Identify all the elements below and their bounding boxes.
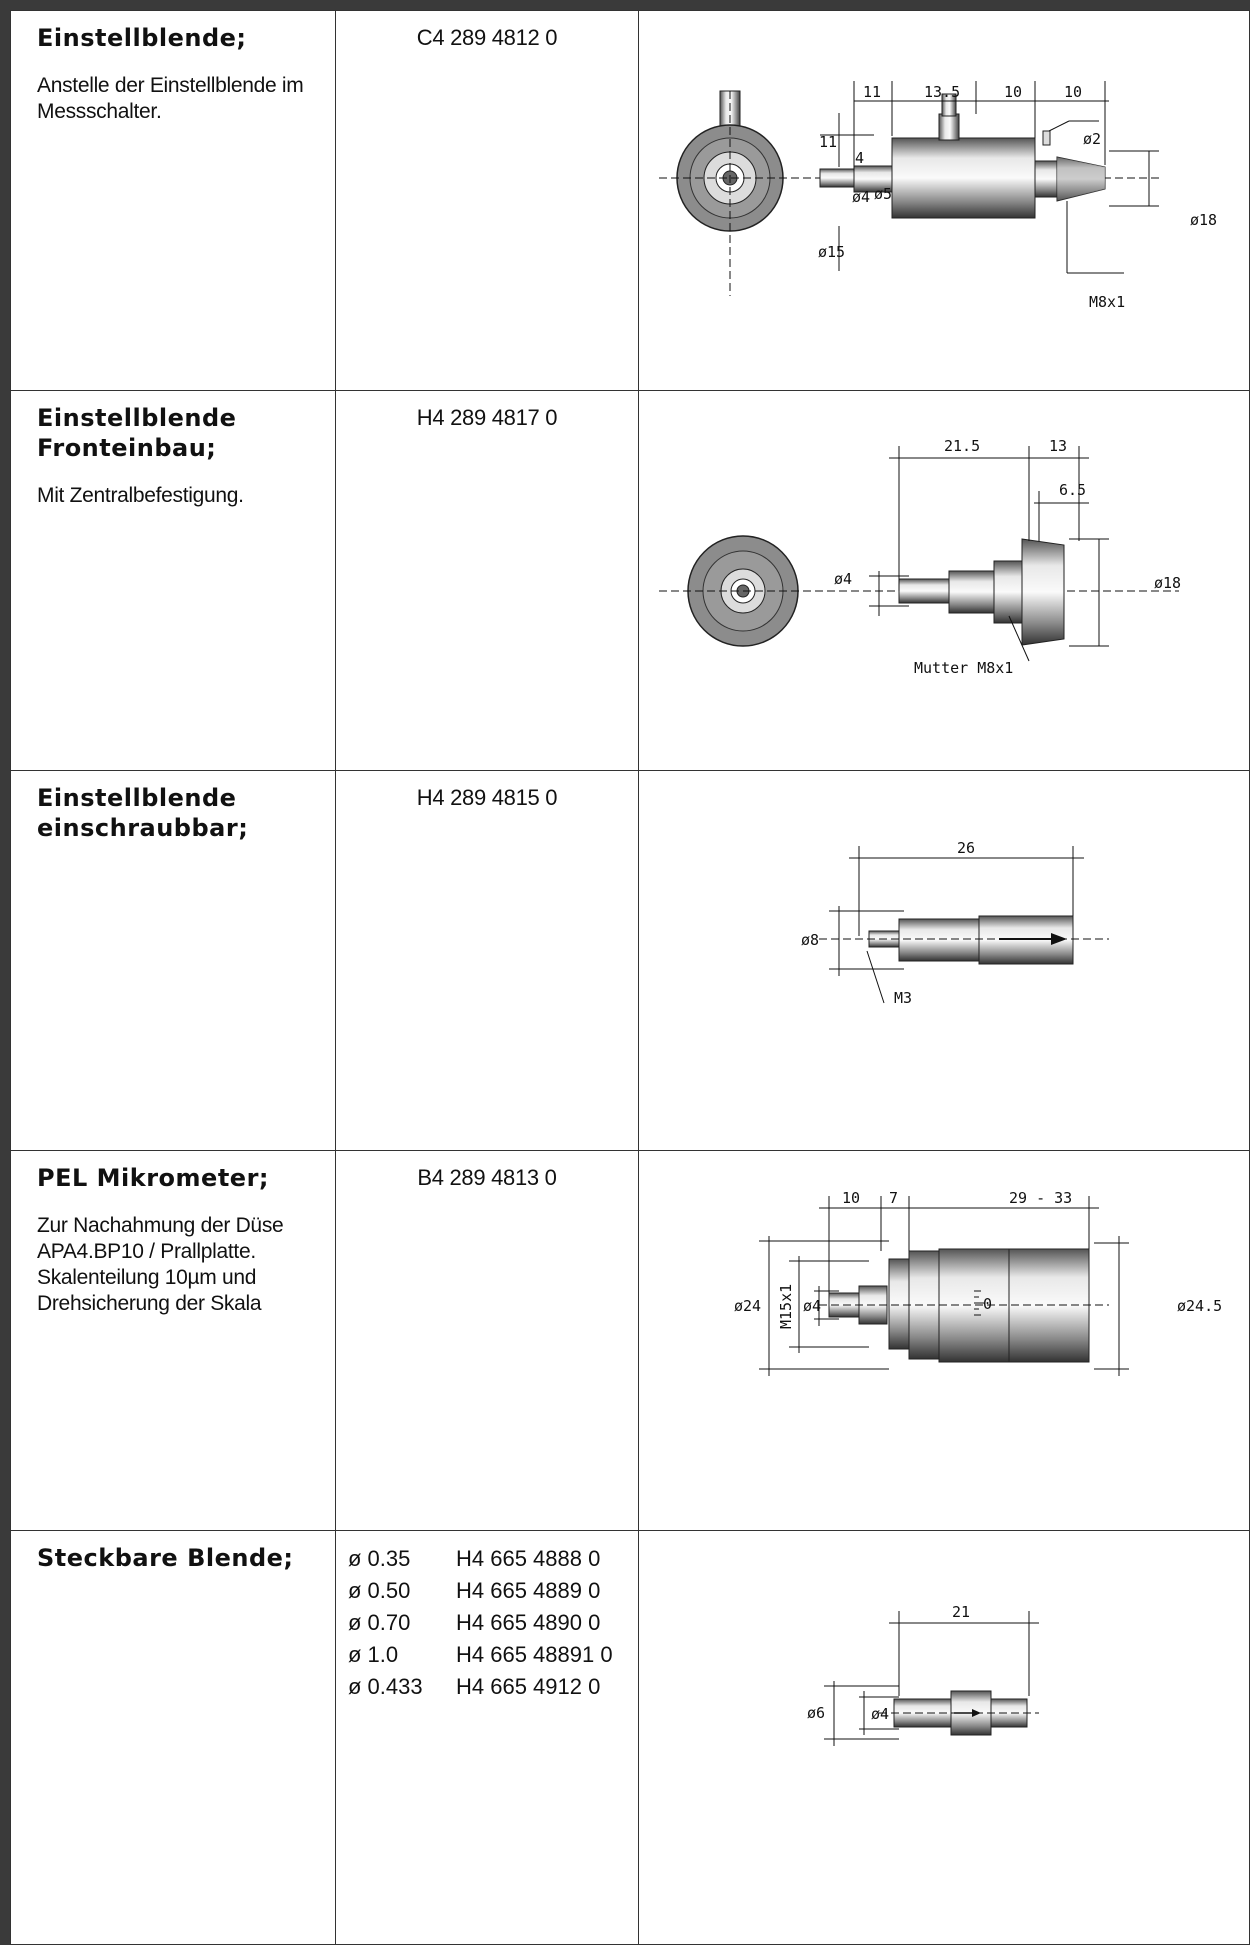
variant-code: H4 665 4890 0: [456, 1610, 601, 1635]
dim-label: ø5: [874, 185, 892, 203]
dim-label: ø15: [818, 243, 845, 261]
variant-list: ø 0.35 H4 665 4888 0 ø 0.50 H4 665 4889 …: [348, 1543, 638, 1703]
code-cell: H4 289 4815 0: [335, 770, 639, 1151]
einstellblende-drawing: 11 13.5 10 10 11 4 ø4 ø5 ø2 ø18 ø15 M8x1: [659, 81, 1217, 311]
dim-label: 13.5: [924, 83, 960, 101]
table-row: PEL Mikrometer; Zur Nachahmung der Düse …: [10, 1150, 1250, 1531]
part-description: Zur Nachahmung der Düse APA4.BP10 / Pral…: [37, 1214, 284, 1315]
side-view: [819, 93, 1106, 219]
dim-label: ø4: [852, 188, 870, 206]
part-description: Mit Zentralbefestigung.: [37, 484, 244, 507]
mikrometer-drawing: 0: [734, 1189, 1222, 1376]
drawing-cell: 21 ø6 ø4: [638, 1530, 1250, 1945]
description-cell: Einstellblende einschraubbar;: [10, 770, 336, 1151]
part-title: Einstellblende Fronteinbau;: [37, 404, 237, 462]
variant-diameter: ø 0.35: [348, 1546, 411, 1571]
side-view: [898, 538, 1065, 646]
list-item: ø 1.0 H4 665 48891 0: [348, 1639, 638, 1671]
side-view: [893, 1690, 1028, 1736]
dim-label: 6.5: [1059, 481, 1086, 499]
dim-label: ø18: [1154, 574, 1181, 592]
dim-label: 10: [1004, 83, 1022, 101]
dim-label: 7: [889, 1189, 898, 1207]
end-view: [659, 90, 1159, 296]
dim-label: ø18: [1190, 211, 1217, 229]
table-row: Einstellblende einschraubbar; H4 289 481…: [10, 770, 1250, 1151]
code-cell: B4 289 4813 0: [335, 1150, 639, 1531]
dimension-lines: [824, 1611, 1039, 1746]
dimension-lines: [759, 1196, 1129, 1376]
dim-label: 29 - 33: [1009, 1189, 1072, 1207]
dim-label: M15x1: [777, 1284, 795, 1329]
variant-diameter: ø 1.0: [348, 1642, 399, 1667]
variant-diameter: ø 0.433: [348, 1674, 423, 1699]
part-code: C4 289 4812 0: [416, 25, 558, 50]
einschraubbar-drawing: 26 ø8 M3: [801, 839, 1109, 1007]
description-cell: PEL Mikrometer; Zur Nachahmung der Düse …: [10, 1150, 336, 1531]
code-cell: C4 289 4812 0: [335, 10, 639, 391]
dim-label: ø4: [871, 1705, 889, 1723]
drawing-cell: 11 13.5 10 10 11 4 ø4 ø5 ø2 ø18 ø15 M8x1: [638, 10, 1250, 391]
dim-label: ø24.5: [1177, 1297, 1222, 1315]
list-item: ø 0.35 H4 665 4888 0: [348, 1543, 638, 1575]
dim-label: ø2: [1083, 130, 1101, 148]
description-cell: Steckbare Blende;: [10, 1530, 336, 1945]
dim-label: 10: [842, 1189, 860, 1207]
code-cell: ø 0.35 H4 665 4888 0 ø 0.50 H4 665 4889 …: [335, 1530, 639, 1945]
part-code: H4 289 4817 0: [416, 405, 558, 430]
table-row: Einstellblende; Anstelle der Einstellble…: [10, 10, 1250, 391]
list-item: ø 0.433 H4 665 4912 0: [348, 1671, 638, 1703]
dim-label: 13: [1049, 437, 1067, 455]
list-item: ø 0.70 H4 665 4890 0: [348, 1607, 638, 1639]
code-cell: H4 289 4817 0: [335, 390, 639, 771]
variant-code: H4 665 4889 0: [456, 1578, 601, 1603]
fronteinbau-drawing: 21.5 13 6.5 ø4 ø18 Mutter M8x1: [659, 437, 1181, 677]
drawing-cell: 21.5 13 6.5 ø4 ø18 Mutter M8x1: [638, 390, 1250, 771]
table-row: Steckbare Blende; ø 0.35 H4 665 4888 0 ø…: [10, 1530, 1250, 1945]
parts-table: Einstellblende; Anstelle der Einstellble…: [10, 10, 1250, 1945]
drawing-cell: 26 ø8 M3: [638, 770, 1250, 1151]
dimension-lines: [820, 81, 1159, 274]
dim-label: M3: [894, 989, 912, 1007]
side-view: [868, 915, 1074, 965]
part-title: PEL Mikrometer;: [37, 1164, 269, 1192]
dimension-lines: [869, 446, 1109, 662]
dim-label: 21: [952, 1603, 970, 1621]
variant-code: H4 665 4888 0: [456, 1546, 601, 1571]
part-code: H4 289 4815 0: [416, 785, 558, 810]
dim-label: 26: [957, 839, 975, 857]
dim-label: ø4: [834, 570, 852, 588]
dim-label: 4: [855, 149, 864, 167]
dim-label: ø8: [801, 931, 819, 949]
part-title: Einstellblende einschraubbar;: [37, 784, 249, 842]
steckbare-blende-drawing: 21 ø6 ø4: [807, 1603, 1039, 1746]
dim-label: ø6: [807, 1704, 825, 1722]
dimension-lines: [829, 846, 1084, 1004]
dim-label: M8x1: [1089, 293, 1125, 311]
dim-label: 11: [863, 83, 881, 101]
list-item: ø 0.50 H4 665 4889 0: [348, 1575, 638, 1607]
dim-label: 21.5: [944, 437, 980, 455]
parts-sheet: Einstellblende; Anstelle der Einstellble…: [10, 10, 1250, 1945]
dim-label: 11: [819, 133, 837, 151]
drawing-cell: 0: [638, 1150, 1250, 1531]
table-row: Einstellblende Fronteinbau; Mit Zentralb…: [10, 390, 1250, 771]
scale-zero: 0: [983, 1295, 992, 1313]
dim-label: ø24: [734, 1297, 761, 1315]
part-title: Einstellblende;: [37, 24, 247, 52]
variant-diameter: ø 0.50: [348, 1578, 411, 1603]
dim-label: Mutter M8x1: [914, 659, 1013, 677]
description-cell: Einstellblende; Anstelle der Einstellble…: [10, 10, 336, 391]
part-title: Steckbare Blende;: [37, 1544, 294, 1572]
part-description: Anstelle der Einstellblende im Messschal…: [37, 74, 304, 123]
variant-code: H4 665 48891 0: [456, 1642, 613, 1667]
variant-diameter: ø 0.70: [348, 1610, 411, 1635]
variant-code: H4 665 4912 0: [456, 1674, 601, 1699]
part-code: B4 289 4813 0: [417, 1165, 557, 1190]
dim-label: ø4: [803, 1297, 821, 1315]
description-cell: Einstellblende Fronteinbau; Mit Zentralb…: [10, 390, 336, 771]
dim-label: 10: [1064, 83, 1082, 101]
